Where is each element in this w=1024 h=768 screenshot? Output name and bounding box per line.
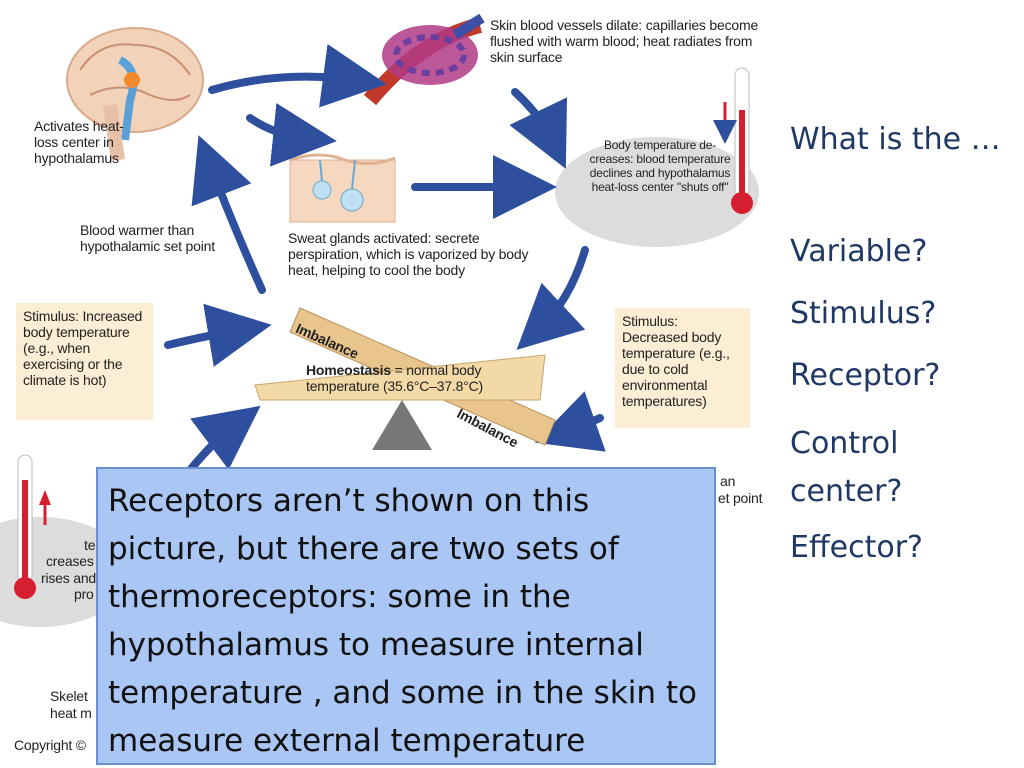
homeostasis-bold: Homeostasis xyxy=(306,362,391,378)
partial-label-left-1: te xyxy=(84,537,96,553)
arrow-stimulus-left xyxy=(164,303,272,367)
thermometer-icon-right xyxy=(713,67,753,214)
partial-label-left-5: Skelet xyxy=(50,688,88,704)
label-skin-vessels: Skin blood vessels dilate: capillaries b… xyxy=(490,17,759,65)
arrow-brain-to-vessel xyxy=(208,44,387,108)
partial-label-right-2: et point xyxy=(718,490,763,506)
label-sweat-glands: Sweat glands activated: secrete perspira… xyxy=(288,230,529,278)
arrow-up-to-brain xyxy=(191,135,266,294)
brain-illustration xyxy=(66,27,204,162)
diagram-graphics xyxy=(0,13,759,627)
arrow-stimulus-right xyxy=(534,391,606,452)
thermoregulation-diagram: Skin blood vessels dilate: capillaries b… xyxy=(0,13,763,753)
question-receptor: Receptor? xyxy=(790,358,941,393)
partial-label-left-4: pro xyxy=(74,586,94,602)
copyright-label: Copyright © xyxy=(14,737,86,753)
question-heading: What is the … xyxy=(790,122,1001,157)
stimulus-box-right: Stimulus: Decreased body temperature (e.… xyxy=(615,308,750,428)
homeostasis-rest: = normal body temperature (35.6°C–37.8°C… xyxy=(306,362,483,394)
question-effector: Effector? xyxy=(790,530,923,565)
receptor-callout: Receptors aren’t shown on this picture, … xyxy=(96,467,716,765)
partial-label-left-2: creases xyxy=(46,553,94,569)
thermometer-icon-left xyxy=(14,454,51,599)
arrow-ellipse-to-homeostasis xyxy=(516,246,589,350)
blood-vessel-illustration xyxy=(363,13,485,106)
question-control-center: Control center? xyxy=(790,426,903,509)
arrow-vessel-to-ellipse xyxy=(509,88,567,169)
question-variable: Variable? xyxy=(790,234,928,269)
stimulus-box-left: Stimulus: Increased body temperature (e.… xyxy=(16,303,153,420)
skin-sweat-gland-illustration xyxy=(289,153,396,223)
body-temp-ellipse xyxy=(555,137,759,247)
partial-label-left-6: heat m xyxy=(50,705,92,721)
arrow-brain-to-skin xyxy=(246,102,337,167)
label-body-temp-decreases: Body temperature de-creases: blood tempe… xyxy=(589,138,731,194)
partial-label-left-3: rises and xyxy=(41,570,97,586)
arrow-bottom-left xyxy=(186,405,261,474)
label-blood-warmer: Blood warmer than hypothalamic set point xyxy=(80,222,215,254)
label-activates-heat-loss: Activates heat-loss center in hypothalam… xyxy=(34,118,124,166)
homeostasis-label: Homeostasis = normal body temperature (3… xyxy=(306,362,521,394)
seesaw-illustration xyxy=(254,307,556,450)
partial-label-right-1: an xyxy=(720,473,736,489)
question-stimulus: Stimulus? xyxy=(790,296,937,331)
